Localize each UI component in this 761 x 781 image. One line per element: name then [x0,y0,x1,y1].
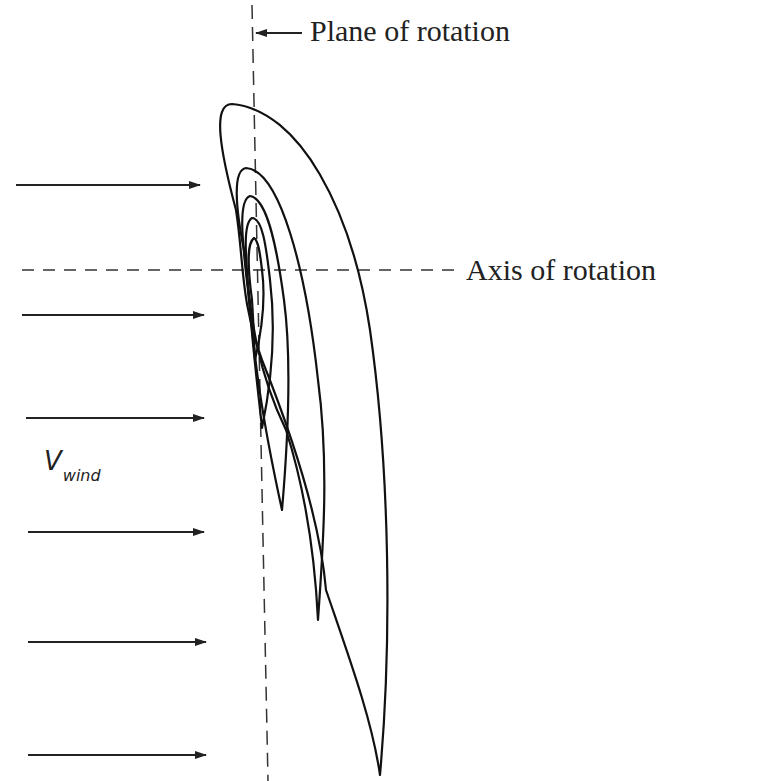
blade-outlines [220,104,387,775]
axis-label: Axis of rotation [466,255,656,285]
leader-arrow [256,32,302,34]
wind-subscript: wind [63,468,101,484]
wind-symbol: V [44,448,62,474]
axis-line [22,269,460,271]
wind-arrows [16,185,206,755]
plane-label: Plane of rotation [310,16,510,46]
